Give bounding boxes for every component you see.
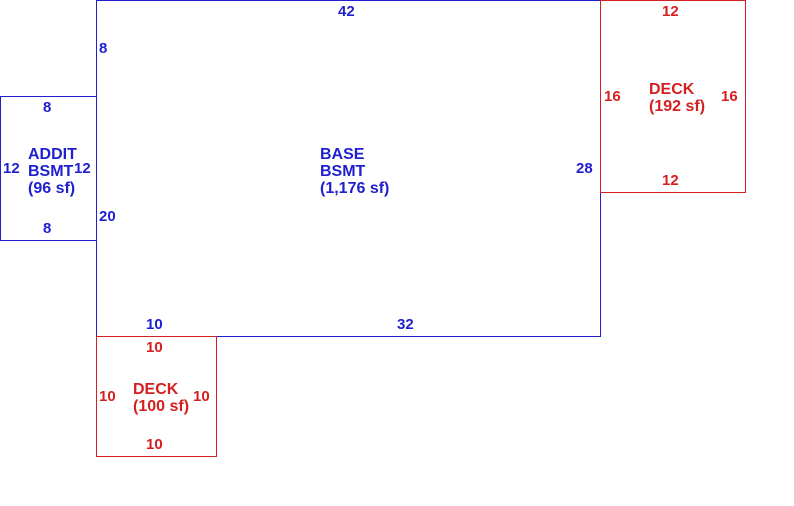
- base-bsmt-area: (1,176 sf): [320, 180, 390, 197]
- base-dim-left-lower: 20: [99, 208, 116, 225]
- base-bsmt-label: BASE BSMT (1,176 sf): [320, 146, 389, 197]
- deck-bottom-label: DECK (100 sf): [133, 381, 189, 415]
- deck-bottom-dim-bottom: 10: [146, 436, 163, 453]
- deck-right-label: DECK (192 sf): [649, 81, 705, 115]
- addit-bsmt-label-line1: ADDIT: [28, 146, 77, 163]
- addit-dim-top: 8: [43, 99, 52, 116]
- addit-dim-left: 12: [3, 160, 20, 177]
- base-dim-left-upper: 8: [99, 40, 108, 57]
- addit-bsmt-label-line2: BSMT: [28, 163, 74, 180]
- addit-bsmt-label: ADDIT BSMT (96 sf): [28, 146, 77, 197]
- base-bsmt-label-line2: BSMT: [320, 163, 366, 180]
- deck-right-area: (192 sf): [649, 98, 706, 115]
- base-dim-bottom-right: 32: [397, 316, 414, 333]
- deck-bottom-area: (100 sf): [133, 398, 190, 415]
- deck-right-label-text: DECK: [649, 81, 695, 98]
- base-bsmt-label-line1: BASE: [320, 146, 365, 163]
- base-dim-bottom-left: 10: [146, 316, 163, 333]
- addit-bsmt-outline: [0, 96, 97, 241]
- deck-right-dim-left: 16: [604, 88, 621, 105]
- deck-right-dim-right: 16: [721, 88, 738, 105]
- base-dim-top: 42: [338, 3, 355, 20]
- deck-bottom-dim-right: 10: [193, 388, 210, 405]
- deck-bottom-outline: [96, 336, 217, 457]
- deck-bottom-label-text: DECK: [133, 381, 179, 398]
- deck-right-dim-bottom: 12: [662, 172, 679, 189]
- addit-dim-bottom: 8: [43, 220, 52, 237]
- deck-right-outline: [600, 0, 746, 193]
- addit-dim-right: 12: [74, 160, 91, 177]
- deck-bottom-dim-left: 10: [99, 388, 116, 405]
- base-dim-right: 28: [576, 160, 593, 177]
- deck-bottom-dim-top: 10: [146, 339, 163, 356]
- deck-right-dim-top: 12: [662, 3, 679, 20]
- addit-bsmt-area: (96 sf): [28, 180, 76, 197]
